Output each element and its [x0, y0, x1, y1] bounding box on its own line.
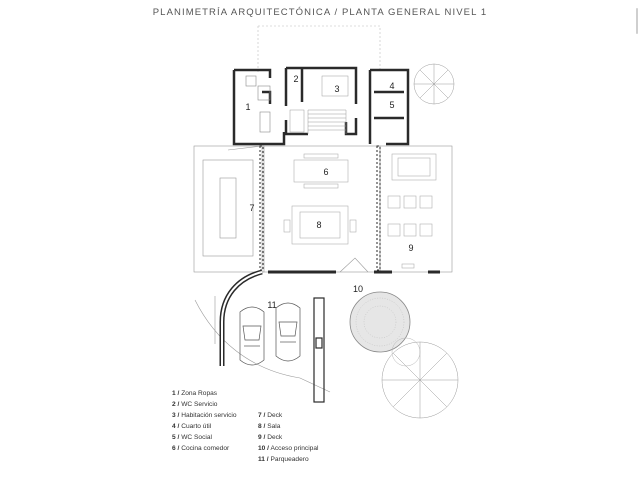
- dining-furniture: [293, 153, 349, 189]
- legend-column-2: 7 / Deck 8 / Sala 9 / Deck 10 / Acceso p…: [258, 412, 319, 468]
- label-room-5: 5: [389, 100, 394, 110]
- label-room-6: 6: [323, 167, 328, 177]
- room-1: [232, 68, 286, 146]
- label-room-10: 10: [353, 284, 363, 294]
- deck-outlines: [193, 145, 453, 393]
- legend-item: 4 / Cuarto útil: [172, 423, 212, 430]
- label-room-1: 1: [245, 102, 250, 112]
- legend-item: 1 / Zona Ropas: [172, 390, 218, 397]
- label-room-4: 4: [389, 81, 394, 91]
- legend-item: 5 / WC Social: [172, 434, 212, 441]
- scrollbar[interactable]: [636, 8, 638, 34]
- tree-top-right: [413, 63, 455, 105]
- car-left: [239, 306, 265, 366]
- room-4-5: [368, 68, 410, 146]
- room-1-fixtures: [245, 75, 271, 133]
- legend-item: 9 / Deck: [258, 434, 283, 441]
- deck-9-furniture: [387, 153, 437, 269]
- tree-small-left: [391, 337, 421, 367]
- legend-item: 7 / Deck: [258, 412, 283, 419]
- label-room-3: 3: [334, 84, 339, 94]
- legend-item: 11 / Parqueadero: [258, 456, 309, 463]
- car-right: [275, 302, 301, 362]
- legend-item: 10 / Acceso principal: [258, 445, 319, 452]
- plan-title: PLANIMETRÍA ARQUITECTÓNICA / PLANTA GENE…: [152, 7, 488, 18]
- curved-wall: [219, 269, 263, 366]
- legend-column-1: 1 / Zona Ropas 2 / WC Servicio 3 / Habit…: [172, 390, 237, 457]
- entrance-wall: [313, 297, 325, 403]
- site-outline: [257, 25, 381, 72]
- label-room-7: 7: [249, 203, 254, 213]
- curved-wall-inner: [221, 271, 263, 366]
- label-room-11: 11: [267, 300, 276, 310]
- label-room-9: 9: [408, 243, 413, 253]
- legend-item: 6 / Cocina comedor: [172, 445, 230, 452]
- label-room-8: 8: [316, 220, 321, 230]
- tree-dense: [349, 291, 411, 353]
- legend-item: 8 / Sala: [258, 423, 281, 430]
- legend-item: 2 / WC Servicio: [172, 401, 218, 408]
- room-labels: 1 2 3 4 5 6 7 8 9 10 11: [245, 74, 413, 310]
- living-furniture: [283, 205, 357, 245]
- columns: [259, 145, 381, 271]
- label-room-2: 2: [293, 74, 298, 84]
- tree-large: [381, 341, 459, 419]
- stairs: [289, 75, 349, 134]
- legend-item: 3 / Habitación servicio: [172, 412, 237, 419]
